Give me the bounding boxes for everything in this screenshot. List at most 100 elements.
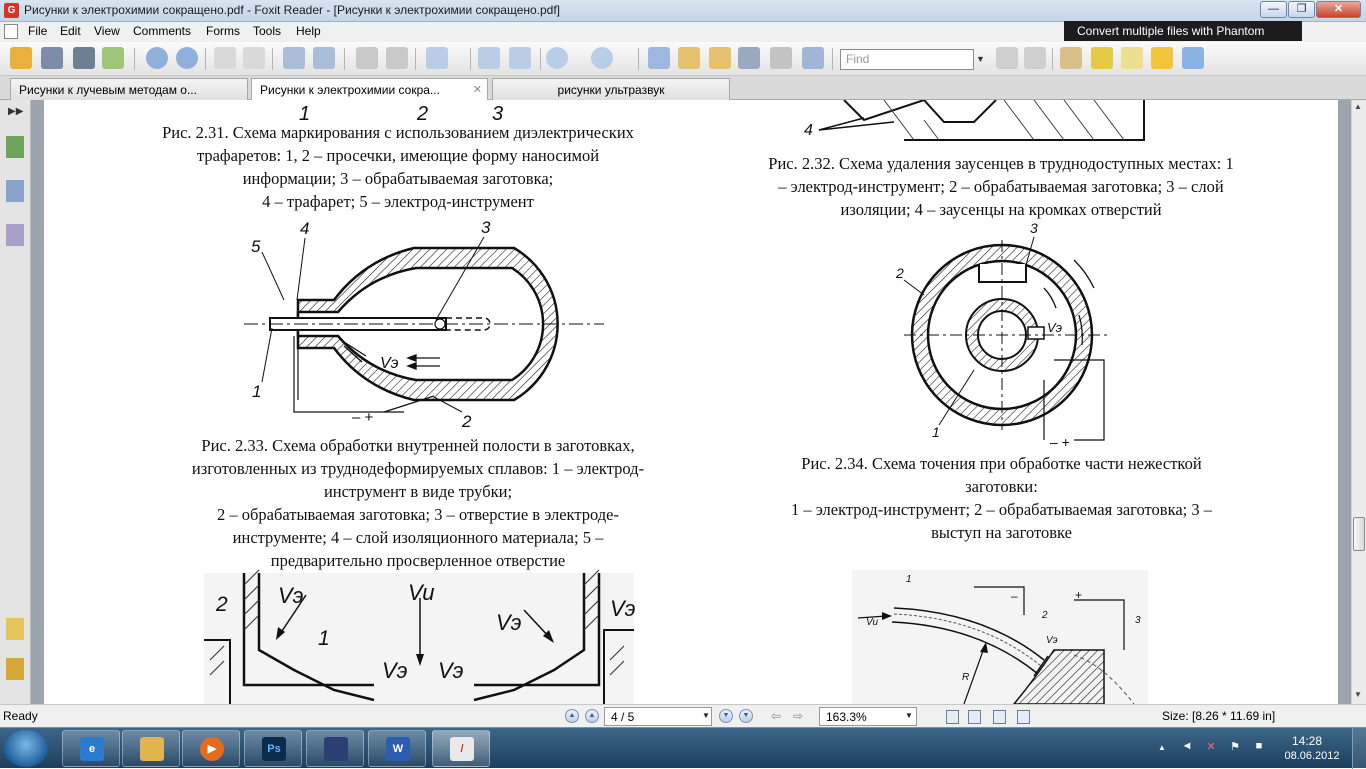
expand-panel-icon[interactable]: ▶▶ xyxy=(8,106,24,117)
taskbar-explorer[interactable] xyxy=(122,730,180,767)
arrow-tool-icon[interactable] xyxy=(1182,47,1204,69)
menu-forms[interactable]: Forms xyxy=(206,24,240,38)
first-page-icon[interactable]: ▲ xyxy=(565,709,579,723)
find-binoculars-icon[interactable] xyxy=(738,47,760,69)
zoom-in-button-icon[interactable] xyxy=(591,47,613,69)
zoom-dropdown-icon[interactable]: ▼ xyxy=(905,711,913,720)
textbox-icon[interactable] xyxy=(1121,47,1143,69)
menu-file[interactable]: File xyxy=(28,24,48,38)
scroll-down-icon[interactable]: ▼ xyxy=(1354,690,1362,699)
page-number-field[interactable]: 4 / 5 xyxy=(604,707,712,726)
select-annotation-icon[interactable] xyxy=(709,47,731,69)
menu-help[interactable]: Help xyxy=(296,24,321,38)
foxit-app-icon[interactable]: G xyxy=(4,3,19,18)
undo-icon[interactable] xyxy=(356,47,378,69)
continuous-facing-icon[interactable] xyxy=(1017,710,1030,724)
start-button[interactable] xyxy=(4,730,48,767)
paste-icon[interactable] xyxy=(313,47,335,69)
zoom-in-icon[interactable] xyxy=(426,47,448,69)
zoom-out-button-icon[interactable] xyxy=(546,47,568,69)
menu-comments[interactable]: Comments xyxy=(133,24,192,38)
bookmarks-icon[interactable] xyxy=(6,136,24,158)
comments-icon[interactable] xyxy=(6,618,24,640)
pdf-page[interactable]: 1 2 3 4 xyxy=(44,100,1338,704)
volume-icon[interactable]: ◄ xyxy=(1181,740,1193,752)
caption-fig-2-32: Рис. 2.32. Схема удаления заусенцев в тр… xyxy=(714,152,1288,221)
callout-icon[interactable] xyxy=(1151,47,1173,69)
caption-line: Рис. 2.34. Схема точения при обработке ч… xyxy=(801,454,1202,473)
copy-page-icon[interactable] xyxy=(283,47,305,69)
save-icon[interactable] xyxy=(41,47,63,69)
figure-2-34: Vэ 3 2 1 – + xyxy=(895,220,1109,450)
minimize-button[interactable]: — xyxy=(1260,1,1287,18)
page-dropdown-icon[interactable]: ▼ xyxy=(702,711,710,720)
next-view-icon[interactable]: ⇨ xyxy=(793,709,804,723)
find-previous-icon[interactable] xyxy=(996,47,1018,69)
close-button[interactable]: ✕ xyxy=(1316,1,1361,18)
clock-time[interactable]: 14:28 xyxy=(1291,734,1323,748)
open-icon[interactable] xyxy=(10,47,32,69)
taskbar-save[interactable] xyxy=(306,730,364,767)
note-icon[interactable] xyxy=(1091,47,1113,69)
previous-view-icon[interactable]: ⇦ xyxy=(771,709,782,723)
facing-icon[interactable] xyxy=(993,710,1006,724)
ad-banner[interactable]: Convert multiple files with Phantom xyxy=(1064,21,1302,41)
find-input[interactable]: Find xyxy=(840,49,974,70)
find-next-icon[interactable] xyxy=(1024,47,1046,69)
caption-line: 4 – трафарет; 5 – электрод-инструмент xyxy=(262,192,534,211)
scroll-thumb[interactable] xyxy=(1353,517,1365,551)
text-select-icon[interactable] xyxy=(678,47,700,69)
forward-icon[interactable] xyxy=(243,47,265,69)
caption-line: информации; 3 – обрабатываемая заготовка… xyxy=(242,169,554,188)
tab-close-icon[interactable]: ✕ xyxy=(472,84,482,96)
hand-tool-icon[interactable] xyxy=(648,47,670,69)
highlight-icon[interactable] xyxy=(1060,47,1082,69)
maximize-button[interactable]: ❐ xyxy=(1288,1,1315,18)
back-icon[interactable] xyxy=(214,47,236,69)
ie-icon: e xyxy=(80,737,104,761)
caption-line: Рис. 2.33. Схема обработки внутренней по… xyxy=(201,436,635,455)
action-center-icon[interactable]: ⚑ xyxy=(1230,741,1240,753)
tab-2[interactable]: Рисунки к электрохимии сокра... ✕ xyxy=(251,78,488,100)
zoom-field[interactable]: 163.3% xyxy=(819,707,917,726)
find-dropdown-icon[interactable]: ▼ xyxy=(976,54,985,64)
taskbar-photoshop[interactable]: Ps xyxy=(244,730,302,767)
scroll-up-icon[interactable]: ▲ xyxy=(1354,102,1362,111)
label-2-top: 2 xyxy=(416,103,428,125)
clock-date[interactable]: 08.06.2012 xyxy=(1284,750,1340,762)
fit-page-icon[interactable] xyxy=(478,47,500,69)
layers-icon[interactable] xyxy=(6,224,24,246)
continuous-icon[interactable] xyxy=(968,710,981,724)
menu-view[interactable]: View xyxy=(94,24,120,38)
taskbar-ie[interactable]: e xyxy=(62,730,120,767)
email-icon[interactable] xyxy=(102,47,124,69)
next-page-icon[interactable]: ▼ xyxy=(719,709,733,723)
show-hidden-icons[interactable]: ▲ xyxy=(1158,743,1166,752)
print-icon[interactable] xyxy=(73,47,95,69)
tab-3[interactable]: рисунки ультразвук xyxy=(492,78,730,100)
menu-tools[interactable]: Tools xyxy=(253,24,282,38)
single-page-icon[interactable] xyxy=(946,710,959,724)
fit-width-icon[interactable] xyxy=(509,47,531,69)
taskbar-foxit[interactable]: / xyxy=(432,730,490,767)
show-desktop-button[interactable] xyxy=(1352,728,1366,769)
document-icon[interactable] xyxy=(4,24,18,39)
fig233-label-4: 4 xyxy=(300,219,309,238)
taskbar-media[interactable]: ▶ xyxy=(182,730,240,767)
snapshot-icon[interactable] xyxy=(802,47,824,69)
menu-edit[interactable]: Edit xyxy=(60,24,81,38)
previous-page-icon[interactable]: ▲ xyxy=(585,709,599,723)
last-page-icon[interactable]: ▼ xyxy=(739,709,753,723)
bottom-left-ve-3: Vэ xyxy=(610,596,636,621)
language-icon[interactable]: ■ xyxy=(1255,740,1263,752)
page-up-icon[interactable] xyxy=(146,47,168,69)
vertical-scrollbar[interactable]: ▲ ▼ xyxy=(1351,100,1366,704)
attachments-icon[interactable] xyxy=(6,658,24,680)
network-icon[interactable]: ✕ xyxy=(1206,741,1216,753)
typewriter-icon[interactable] xyxy=(770,47,792,69)
redo-icon[interactable] xyxy=(386,47,408,69)
page-down-icon[interactable] xyxy=(176,47,198,69)
pages-icon[interactable] xyxy=(6,180,24,202)
taskbar-word[interactable]: W xyxy=(368,730,426,767)
tab-1[interactable]: Рисунки к лучевым методам о... xyxy=(10,78,248,100)
